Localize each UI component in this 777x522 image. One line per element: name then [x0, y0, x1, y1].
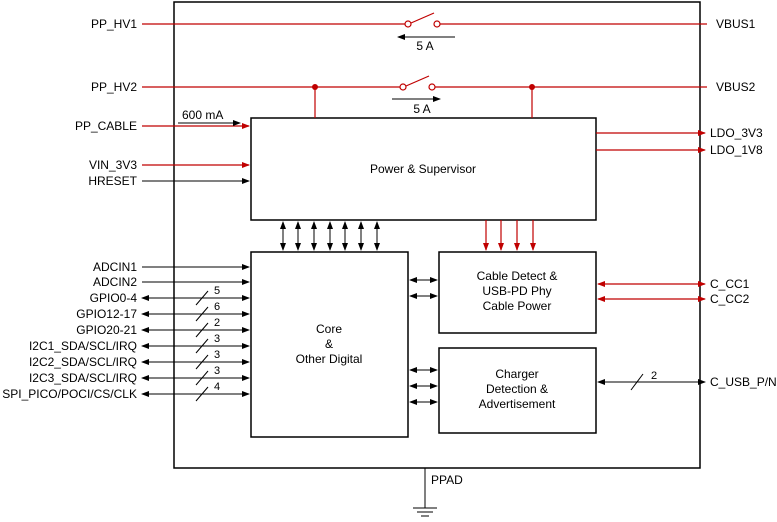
pin-label-adcin2: ADCIN2 [93, 275, 137, 289]
charger-label-line3: Advertisement [479, 397, 556, 411]
charger-block [438, 347, 597, 434]
pin-label-ldo-3v3: LDO_3V3 [710, 126, 763, 140]
pin-label-pp-cable: PP_CABLE [75, 119, 137, 133]
i2c3-bus-width: 3 [214, 365, 220, 377]
gpio20-21-bus-width: 2 [214, 317, 220, 329]
pin-label-pp-hv1: PP_HV1 [91, 17, 137, 31]
spi-bus-width: 4 [214, 381, 220, 393]
gpio0-4-bus-width: 5 [214, 285, 220, 297]
core-peripheral-links [409, 277, 438, 405]
pin-label-vin-3v3: VIN_3V3 [89, 158, 137, 172]
pin-label-spi: SPI_PICO/POCI/CS/CLK [2, 387, 137, 401]
core-bus-lines [141, 295, 250, 397]
charger-label-line2: Detection & [486, 382, 548, 396]
pin-label-c-cc1: C_CC1 [710, 277, 750, 291]
pin-label-gpio0-4: GPIO0-4 [90, 291, 138, 305]
device-outline [173, 1, 701, 469]
power-supervisor-label: Power & Supervisor [370, 162, 476, 176]
pin-label-i2c1: I2C1_SDA/SCL/IRQ [29, 339, 137, 353]
supervisor-cable-power-links [483, 220, 536, 251]
core-label-line3: Other Digital [296, 352, 363, 366]
ground-symbol [413, 468, 437, 517]
cable-detect-label-line1: Cable Detect & [477, 269, 558, 283]
pin-label-gpio12-17: GPIO12-17 [76, 307, 137, 321]
switch-pp-hv1 [142, 12, 707, 28]
c-usb-pn-bus-width: 2 [651, 370, 657, 382]
power-supervisor-block [250, 117, 597, 221]
core-label-line2: & [325, 337, 333, 351]
sw1-current-label: 5 A [416, 39, 433, 53]
vbus2-junction-dot [529, 84, 535, 90]
cable-detect-label-line3: Cable Power [483, 299, 552, 313]
cable-detect-block [438, 251, 597, 334]
pin-label-i2c2: I2C2_SDA/SCL/IRQ [29, 355, 137, 369]
pin-label-gpio20-21: GPIO20-21 [76, 323, 137, 337]
i2c1-bus-width: 3 [214, 333, 220, 345]
ppad-label: PPAD [431, 473, 463, 487]
core-label-line1: Core [316, 322, 342, 336]
c-usb-pn-bus-slash [630, 373, 644, 391]
pp-hv2-junction-dot [312, 84, 318, 90]
supervisor-core-links [280, 221, 380, 251]
pin-label-vbus1: VBUS1 [716, 17, 756, 31]
pin-label-ldo-1v8: LDO_1V8 [710, 143, 763, 157]
charger-label-line1: Charger [495, 367, 538, 381]
core-bus-slashes [195, 290, 209, 402]
i2c2-bus-width: 3 [214, 349, 220, 361]
core-block [250, 251, 409, 438]
pin-label-vbus2: VBUS2 [716, 80, 756, 94]
switch-pp-hv2 [142, 75, 707, 118]
pin-label-adcin1: ADCIN1 [93, 260, 137, 274]
cable-detect-label-line2: USB-PD Phy [482, 284, 551, 298]
pin-label-hreset: HRESET [88, 174, 137, 188]
pin-label-c-usb-pn: C_USB_P/N [710, 375, 777, 389]
cable-current-label: 600 mA [182, 108, 223, 122]
sw2-current-label: 5 A [413, 102, 430, 116]
pin-label-c-cc2: C_CC2 [710, 292, 750, 306]
pin-label-i2c3: I2C3_SDA/SCL/IRQ [29, 371, 137, 385]
pin-label-pp-hv2: PP_HV2 [91, 80, 137, 94]
gpio12-17-bus-width: 6 [214, 301, 220, 313]
